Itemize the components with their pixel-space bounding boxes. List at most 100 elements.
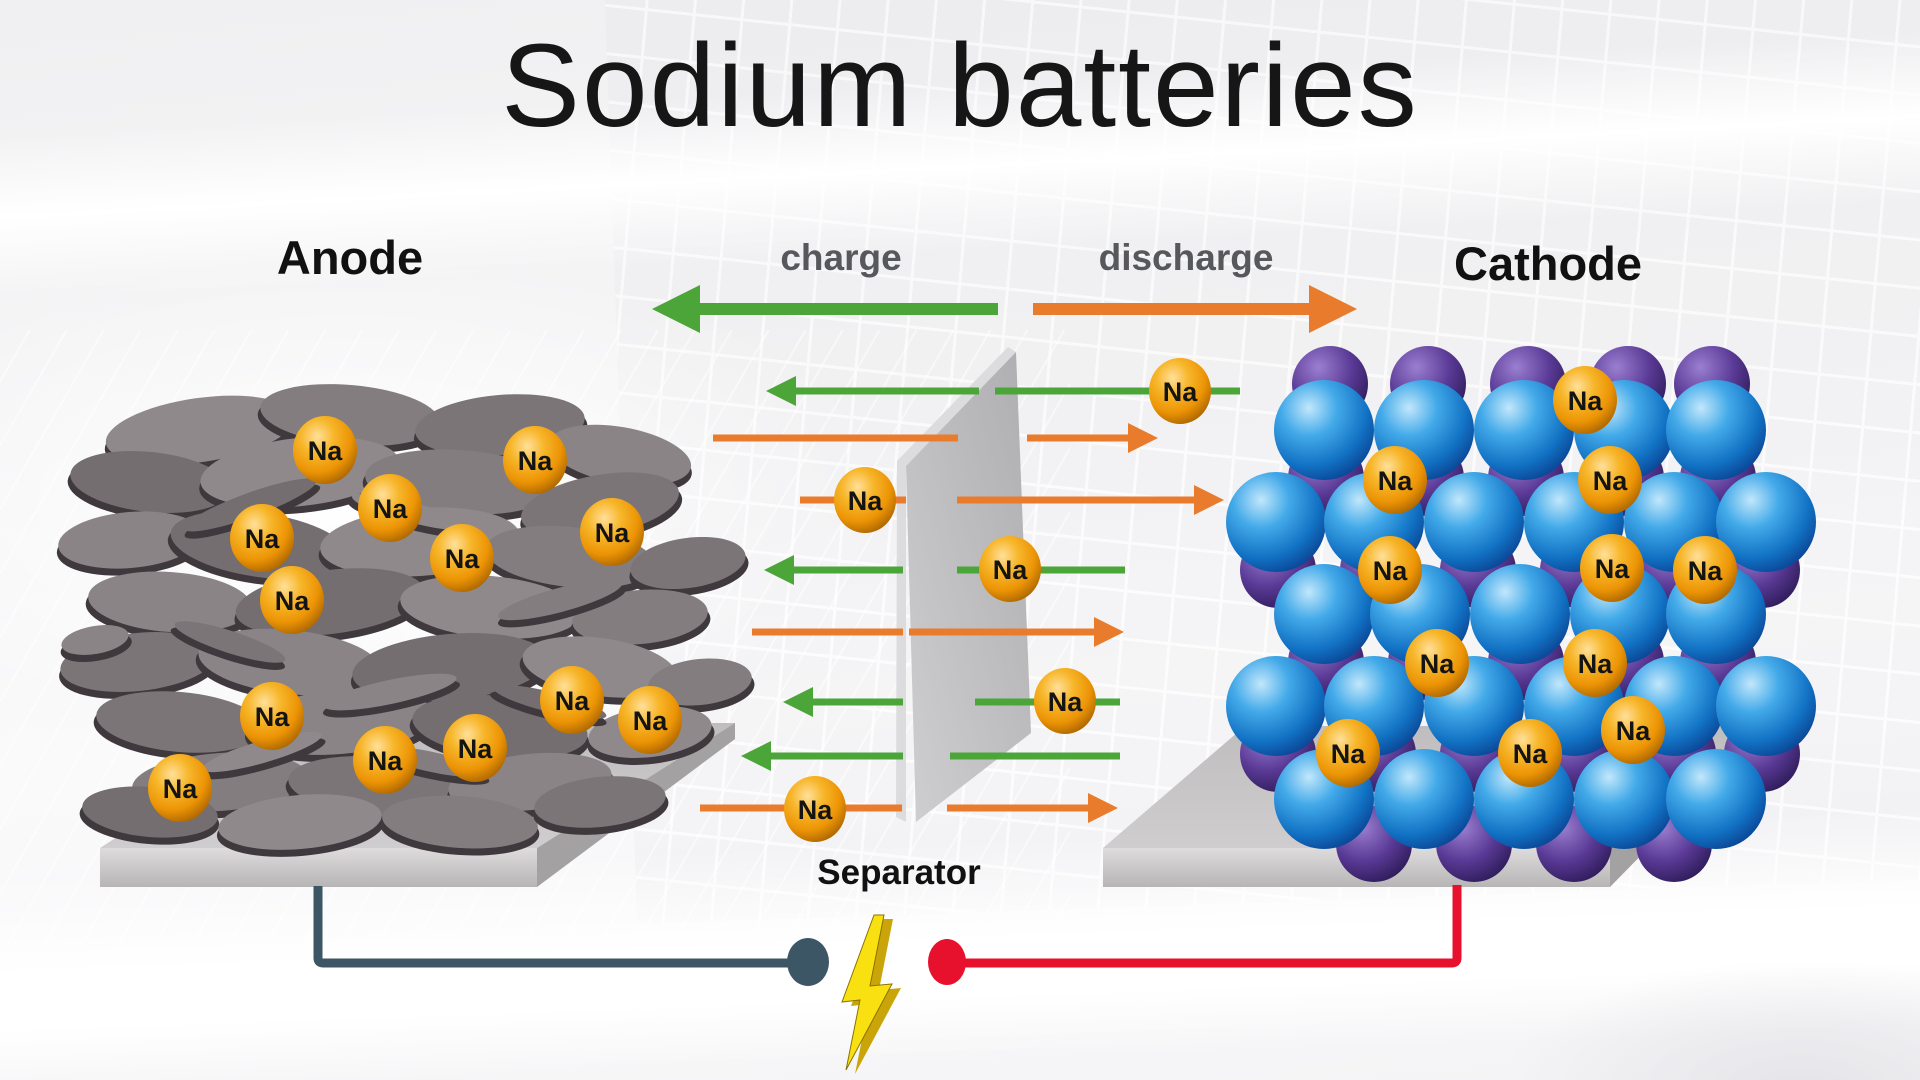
- na-ion-anode: [230, 504, 294, 572]
- charge-arrow-main-head: [652, 285, 700, 333]
- na-ion-anode: [358, 474, 422, 542]
- na-ion-label: Na: [518, 446, 553, 476]
- flake: [498, 579, 622, 621]
- na-ion-label: Na: [848, 486, 883, 516]
- na-ion-label: Na: [445, 544, 480, 574]
- na-ion-label: Na: [595, 518, 630, 548]
- charge-arrow-main: [652, 285, 998, 333]
- charge-arrow-head: [766, 376, 796, 406]
- na-ion-migrating: [979, 536, 1041, 602]
- na-ion-label: Na: [993, 555, 1028, 585]
- flake: [184, 478, 316, 532]
- blue-sphere: [1226, 656, 1326, 756]
- flake: [630, 536, 746, 590]
- na-ion-label: Na: [1373, 556, 1408, 586]
- charge-arrow: Na: [766, 358, 1240, 424]
- na-ion-label: Na: [1616, 716, 1651, 746]
- anode-platform-front: [100, 848, 537, 887]
- na-ion-cathode: [1553, 366, 1617, 434]
- positive-wire: [965, 885, 1462, 968]
- na-ion-cathode: [1563, 629, 1627, 697]
- charge-arrow-head: [741, 741, 771, 771]
- flake: [323, 673, 457, 711]
- discharge-arrow-head: [1088, 793, 1118, 823]
- na-ion-migrating: [834, 467, 896, 533]
- na-ion-cathode: [1673, 536, 1737, 604]
- discharge-arrow-head: [1094, 617, 1124, 647]
- anode-label: Anode: [276, 231, 424, 284]
- discharge-arrow-head: [1194, 485, 1224, 515]
- flake: [174, 621, 286, 663]
- discharge-arrow: [752, 617, 1124, 647]
- na-ion-label: Na: [1593, 466, 1628, 496]
- flake: [548, 424, 692, 486]
- lightning-bolt-icon: [841, 914, 901, 1074]
- na-ion-migrating: [1034, 668, 1096, 734]
- blue-sphere: [1470, 564, 1570, 664]
- blue-sphere: [1274, 380, 1374, 480]
- na-ion-anode: [353, 726, 417, 794]
- na-ion-anode: [503, 426, 567, 494]
- na-ion-anode: [148, 754, 212, 822]
- na-ion-cathode: [1358, 536, 1422, 604]
- charge-arrow-head: [764, 555, 794, 585]
- flake: [96, 691, 264, 753]
- negative-wire: [313, 886, 788, 968]
- na-ion-anode: [540, 666, 604, 734]
- cathode-label: Cathode: [1454, 237, 1642, 290]
- discharge-arrow-main: [1033, 285, 1357, 333]
- na-ion-label: Na: [163, 774, 198, 804]
- blue-sphere: [1424, 472, 1524, 572]
- na-ion-cathode: [1601, 696, 1665, 764]
- flake: [534, 776, 666, 828]
- charge-arrow: Na: [783, 668, 1120, 734]
- circuit: [313, 885, 1462, 968]
- na-ion-label: Na: [1595, 554, 1630, 584]
- charge-arrow: Na: [764, 536, 1125, 602]
- discharge-arrow: [713, 423, 1158, 453]
- blue-sphere: [1574, 749, 1674, 849]
- na-ion-label: Na: [458, 734, 493, 764]
- na-ion-label: Na: [1688, 556, 1723, 586]
- na-ion-label: Na: [255, 702, 290, 732]
- na-ion-anode: [240, 682, 304, 750]
- na-ion-label: Na: [1513, 739, 1548, 769]
- discharge-arrow-head: [1128, 423, 1158, 453]
- na-ion-label: Na: [633, 706, 668, 736]
- na-ion-label: Na: [1568, 386, 1603, 416]
- na-ion-migrating: [1149, 358, 1211, 424]
- blue-sphere: [1474, 380, 1574, 480]
- na-ion-cathode: [1578, 446, 1642, 514]
- na-ion-anode: [260, 566, 324, 634]
- charge-label: charge: [780, 237, 902, 278]
- flake: [70, 451, 230, 513]
- na-ion-label: Na: [275, 586, 310, 616]
- na-ion-label: Na: [1331, 739, 1366, 769]
- discharge-arrow-main-head: [1309, 285, 1357, 333]
- na-ion-cathode: [1316, 719, 1380, 787]
- na-ion-label: Na: [798, 795, 833, 825]
- flake: [88, 571, 252, 633]
- blue-sphere: [1274, 564, 1374, 664]
- na-ion-label: Na: [555, 686, 590, 716]
- charge-arrow: [741, 741, 1120, 771]
- blue-sphere: [1666, 749, 1766, 849]
- flake: [61, 625, 129, 655]
- na-ion-label: Na: [368, 746, 403, 776]
- separator-label: Separator: [817, 853, 981, 892]
- na-ion-label: Na: [245, 524, 280, 554]
- na-ion-cathode: [1405, 629, 1469, 697]
- na-ion-cathode: [1498, 719, 1562, 787]
- positive-terminal: [928, 939, 966, 985]
- blue-sphere: [1374, 749, 1474, 849]
- na-ion-anode: [618, 686, 682, 754]
- na-ion-anode: [580, 498, 644, 566]
- charge-arrow-head: [783, 687, 813, 717]
- blue-sphere: [1716, 472, 1816, 572]
- flake: [58, 511, 202, 569]
